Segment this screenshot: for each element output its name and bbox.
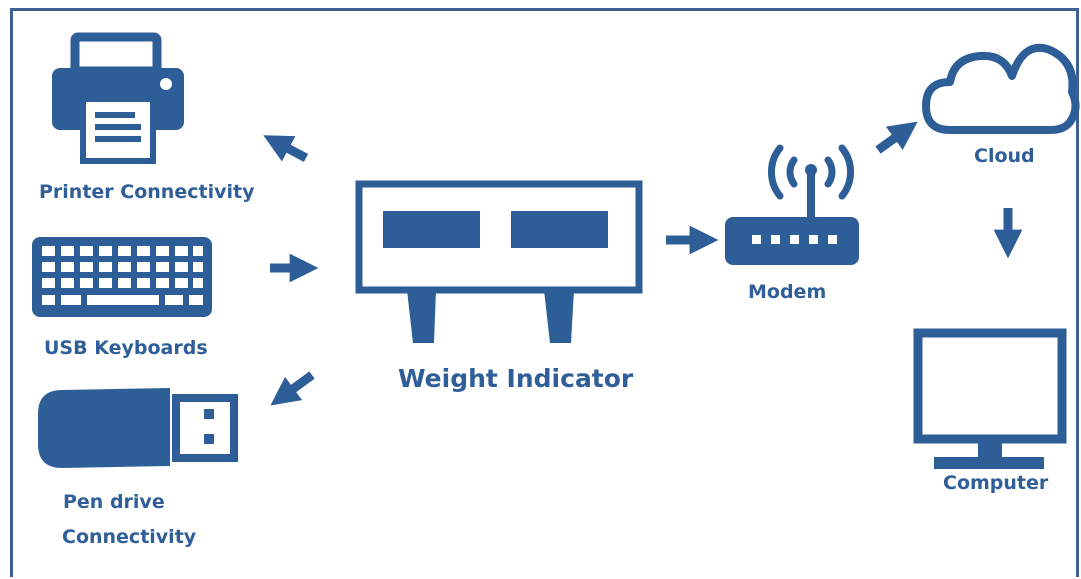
printer-label: Printer Connectivity xyxy=(39,181,255,203)
keyboard-label: USB Keyboards xyxy=(44,337,208,359)
diagram-frame xyxy=(10,8,1079,577)
usb-drive-icon xyxy=(38,388,238,468)
computer-label: Computer xyxy=(943,472,1049,494)
modem-icon xyxy=(725,144,859,265)
arrow-to-printer xyxy=(263,135,309,162)
weight-indicator-label: Weight Indicator xyxy=(398,364,634,393)
arrow-to-cloud xyxy=(875,121,918,154)
modem-label: Modem xyxy=(748,281,827,303)
printer-icon xyxy=(52,32,184,164)
cloud-icon xyxy=(922,43,1080,134)
keyboard-icon xyxy=(32,237,212,317)
arrow-to-pendrive xyxy=(270,371,315,406)
cloud-label: Cloud xyxy=(974,145,1035,167)
weight-indicator-icon xyxy=(355,180,643,343)
pendrive-label-line1: Pen drive xyxy=(63,491,165,513)
computer-icon xyxy=(913,328,1067,469)
pendrive-label-line2: Connectivity xyxy=(62,526,197,548)
